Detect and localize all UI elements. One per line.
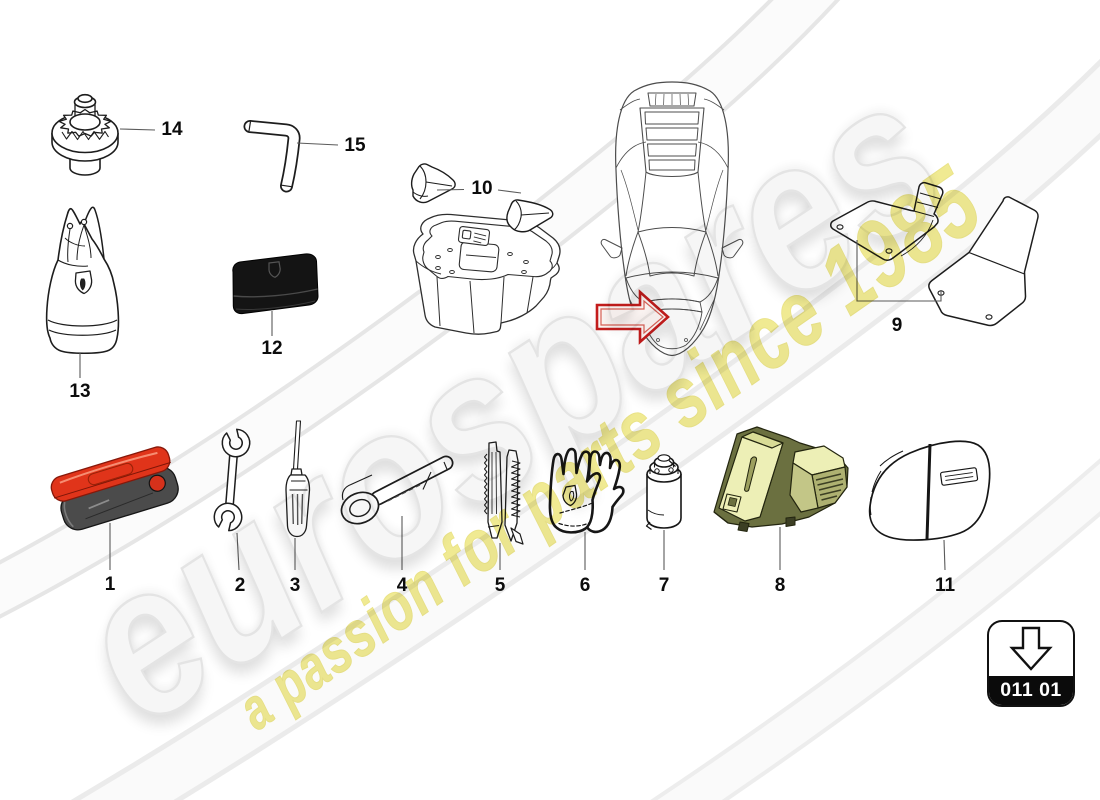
part-label-13[interactable]: 13 [69, 381, 91, 402]
car-top-view-drawing [600, 81, 744, 357]
part-label-8[interactable]: 8 [774, 575, 786, 596]
part-drawing-warning-triangle[interactable] [49, 444, 182, 534]
direction-arrow [595, 289, 670, 345]
part-label-9[interactable]: 9 [891, 315, 903, 336]
part-drawing-mounting-wedges[interactable] [410, 163, 554, 233]
part-drawing-tool-case[interactable] [868, 440, 991, 541]
part-drawing-document-pouch[interactable] [232, 253, 319, 315]
part-drawing-tow-hook[interactable] [337, 455, 454, 529]
part-drawing-wheel-bolt-adapter[interactable] [51, 93, 119, 176]
part-label-4[interactable]: 4 [396, 575, 408, 596]
part-label-6[interactable]: 6 [579, 575, 591, 596]
part-label-1[interactable]: 1 [104, 574, 116, 595]
part-label-11[interactable]: 11 [934, 575, 956, 596]
part-drawing-floor-mats[interactable] [830, 181, 1039, 327]
diagram-code-badge[interactable]: 011 01 [987, 620, 1075, 707]
part-drawing-tool-bag[interactable] [45, 206, 120, 355]
part-label-2[interactable]: 2 [234, 575, 246, 596]
part-drawing-screwdriver[interactable] [285, 420, 311, 538]
part-label-5[interactable]: 5 [494, 575, 506, 596]
part-drawing-tire-tools[interactable] [484, 441, 524, 545]
part-label-14[interactable]: 14 [161, 119, 183, 140]
leader-lines [79, 128, 946, 571]
part-drawing-air-compressor[interactable] [713, 426, 849, 532]
part-label-15[interactable]: 15 [344, 135, 366, 156]
download-arrow-icon [1009, 626, 1053, 671]
part-label-7[interactable]: 7 [658, 575, 670, 596]
part-label-3[interactable]: 3 [289, 575, 301, 596]
part-label-10[interactable]: 10 [471, 178, 493, 199]
diagram-code: 011 01 [989, 676, 1073, 705]
part-drawing-allen-key[interactable] [243, 120, 301, 193]
part-label-12[interactable]: 12 [261, 338, 283, 359]
part-drawing-gloves[interactable] [548, 447, 625, 534]
part-drawing-sealant-canister[interactable] [645, 454, 682, 531]
tool-tray-drawing[interactable] [412, 213, 561, 335]
part-drawing-open-end-wrench[interactable] [211, 426, 254, 533]
